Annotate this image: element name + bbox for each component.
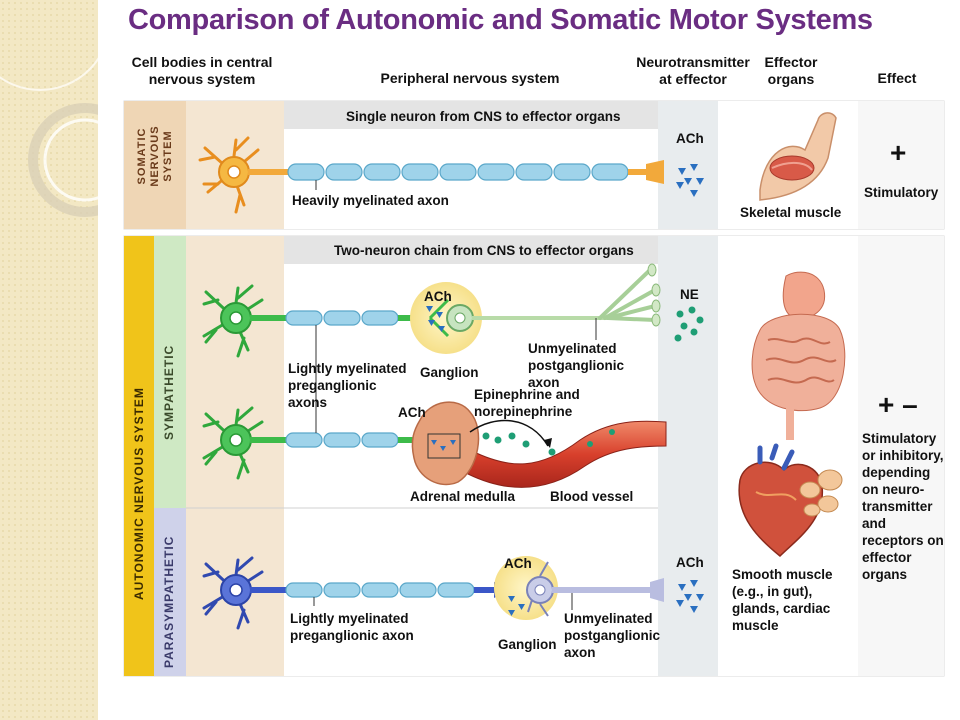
parasympathetic-preganglionic-neuron: [202, 556, 508, 630]
autonomic-nt-cell: [658, 236, 718, 676]
epinephrine-molecules: [482, 429, 615, 456]
sympathetic-postganglionic-label: Unmyelinated postganglionic axon: [528, 341, 624, 390]
somatic-effector: Skeletal muscle: [740, 205, 842, 220]
header-neurotransmitter: Neurotransmitter at effector: [636, 54, 750, 87]
autonomic-system-label: AUTONOMIC NERVOUS SYSTEM: [132, 387, 146, 600]
parasympathetic-ganglion-neuron: [526, 561, 664, 617]
secretion-arrow: [469, 419, 549, 447]
sympathetic-ganglion-ach: ACh: [424, 289, 452, 304]
header-cns: Cell bodies in central nervous system: [131, 54, 273, 87]
sympathetic-neuron-upper: [202, 284, 430, 358]
parasympathetic-neurotransmitter: ACh: [676, 555, 704, 570]
parasympathetic-ach-molecules: [676, 580, 704, 613]
parasympathetic-label-band: [154, 508, 186, 676]
stomach-intestines-illustration: [751, 271, 846, 440]
somatic-nt-cell: [658, 101, 718, 229]
somatic-effect-symbol: +: [890, 137, 907, 168]
blood-vessel-shape: [467, 420, 667, 488]
adrenal-chromaffin-box: [427, 433, 461, 459]
somatic-effect-cell: [858, 101, 944, 229]
header-effector: Effector organs: [764, 54, 818, 87]
decorative-side-strip: [0, 0, 98, 720]
parasympathetic-ganglion-label: Ganglion: [498, 637, 557, 652]
page-title: Comparison of Autonomic and Somatic Moto…: [128, 4, 873, 36]
somatic-banner-bg: [284, 101, 658, 129]
somatic-banner: Single neuron from CNS to effector organ…: [346, 109, 621, 124]
somatic-ach-molecules: [676, 164, 704, 197]
sympathetic-label: SYMPATHETIC: [162, 344, 176, 440]
header-pns: Peripheral nervous system: [380, 70, 560, 86]
autonomic-effect-cell: [858, 236, 944, 676]
autonomic-banner: Two-neuron chain from CNS to effector or…: [334, 243, 634, 258]
sympathetic-neurotransmitter: NE: [680, 287, 699, 302]
ne-molecules: [674, 306, 704, 342]
blood-vessel-label: Blood vessel: [550, 489, 634, 504]
somatic-neuron: [198, 136, 664, 214]
sympathetic-neuron-lower: [202, 325, 428, 480]
header-effect: Effect: [877, 70, 917, 86]
autonomic-effect-text: Stimulatory or inhibitory, depending on …: [862, 431, 944, 582]
autonomic-effector: Smooth muscle (e.g., in gut), glands, ca…: [732, 567, 833, 633]
sympathetic-label-band: [154, 236, 186, 508]
somatic-system-label: SOMATIC NERVOUS SYSTEM: [136, 125, 174, 187]
parasympathetic-postganglionic-label: Unmyelinated postganglionic axon: [564, 611, 660, 660]
adrenal-ach-label: ACh: [398, 405, 426, 420]
adrenal-medulla-shape: [411, 401, 480, 486]
parasympathetic-ganglion-ach: ACh: [504, 556, 532, 571]
skeletal-muscle-illustration: [759, 112, 837, 201]
parasympathetic-ganglion-ach-molecules: [508, 596, 525, 616]
sympathetic-ganglion-label: Ganglion: [420, 365, 479, 380]
parasympathetic-label: PARASYMPATHETIC: [162, 535, 176, 668]
somatic-effect-text: Stimulatory: [864, 185, 939, 200]
somatic-label-band: [124, 101, 186, 229]
adrenal-ach-molecules: [431, 440, 456, 451]
sympathetic-ganglion-ach-molecules: [426, 306, 445, 332]
secretion-arrowhead: [544, 438, 552, 448]
somatic-neurotransmitter: ACh: [676, 131, 704, 146]
sympathetic-preganglionic-label: Lightly myelinated preganglionic axons: [288, 361, 407, 410]
sympathetic-ganglion-neuron: [428, 263, 661, 340]
autonomic-banner-bg: [284, 236, 658, 264]
somatic-axon-label: Heavily myelinated axon: [292, 193, 449, 208]
glands-illustration: [799, 469, 843, 517]
epinephrine-norepinephrine-label: Epinephrine and norepinephrine: [474, 387, 580, 419]
decorative-rings: [0, 57, 98, 217]
adrenal-medulla-label: Adrenal medulla: [410, 489, 516, 504]
parasympathetic-preganglionic-label: Lightly myelinated preganglionic axon: [290, 611, 414, 643]
autonomic-effect-symbol: + –: [878, 389, 918, 420]
autonomic-label-band: [124, 236, 154, 676]
